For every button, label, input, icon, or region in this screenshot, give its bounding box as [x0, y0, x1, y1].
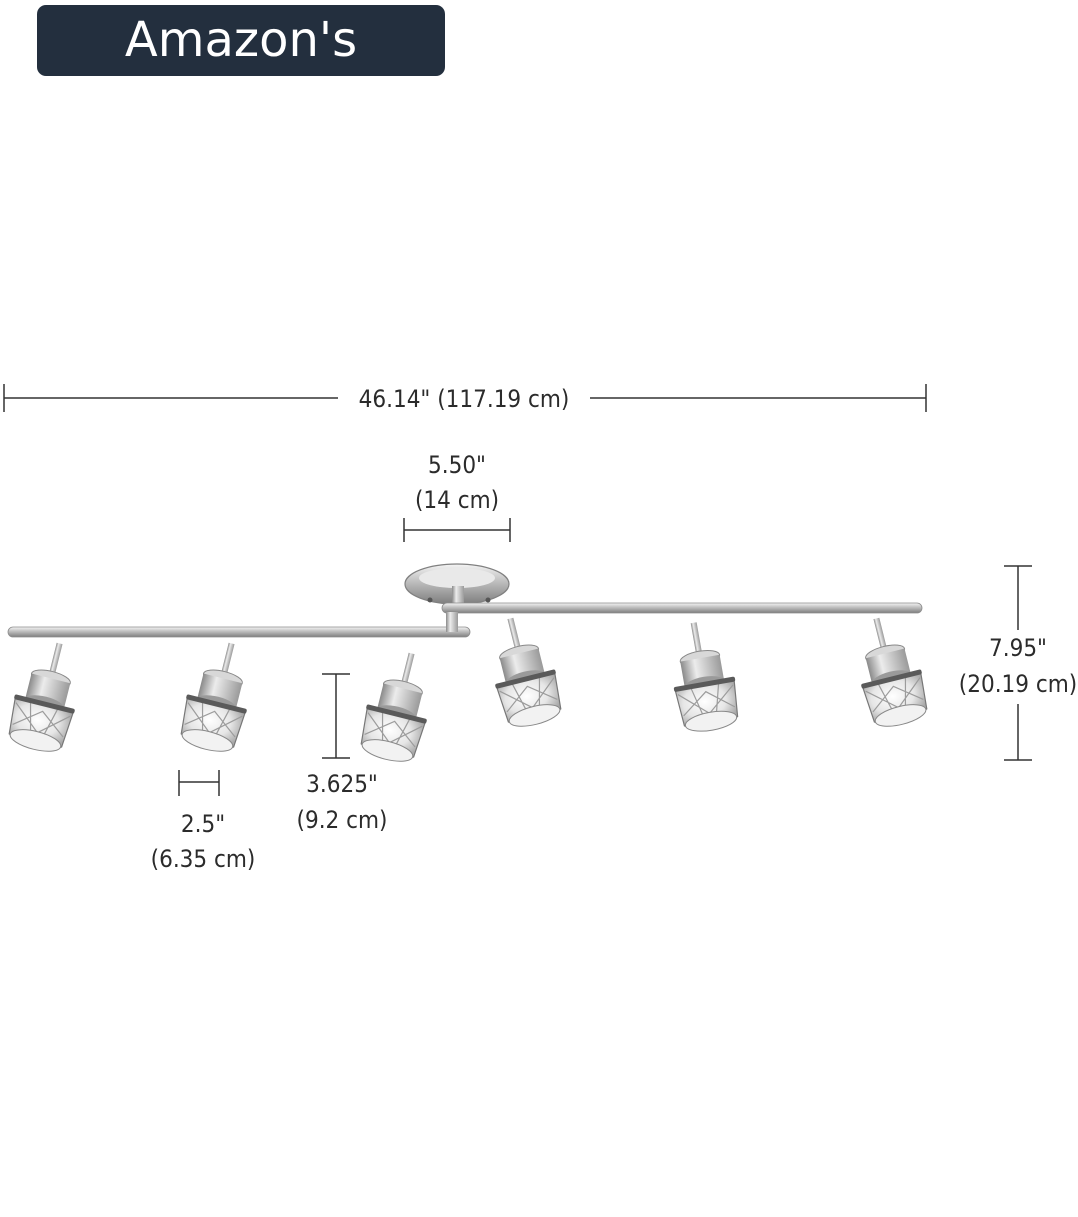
overall-width-dimension: 46.14" (117.19 cm): [3, 384, 927, 413]
canopy-width-cm: (14 cm): [415, 486, 499, 514]
lamp-3: [354, 645, 443, 768]
height-in: 7.95": [989, 634, 1047, 662]
shade-height-in: 3.625": [306, 770, 378, 798]
shade-width-dimension: 2.5" (6.35 cm): [151, 770, 256, 873]
lamp-5: [662, 616, 744, 737]
shade-height-dimension: 3.625" (9.2 cm): [297, 673, 388, 834]
amazons-choice-badge: Amazon's Choice: [37, 5, 445, 139]
shade-width-in: 2.5": [181, 810, 225, 838]
shade-width-cm: (6.35 cm): [151, 845, 256, 873]
lamp-4: [479, 610, 568, 733]
lamp-2: [174, 635, 263, 758]
canopy-width-dimension: 5.50" (14 cm): [403, 451, 511, 542]
lamp-6: [845, 610, 934, 733]
height-dimension: 7.95" (20.19 cm): [959, 565, 1077, 761]
track-light-fixture-icon: [2, 563, 934, 768]
height-cm: (20.19 cm): [959, 670, 1077, 698]
lamp-1: [2, 635, 91, 758]
shade-height-cm: (9.2 cm): [297, 806, 388, 834]
overall-width-label: 46.14" (117.19 cm): [359, 385, 570, 413]
canopy-width-in: 5.50": [428, 451, 486, 479]
